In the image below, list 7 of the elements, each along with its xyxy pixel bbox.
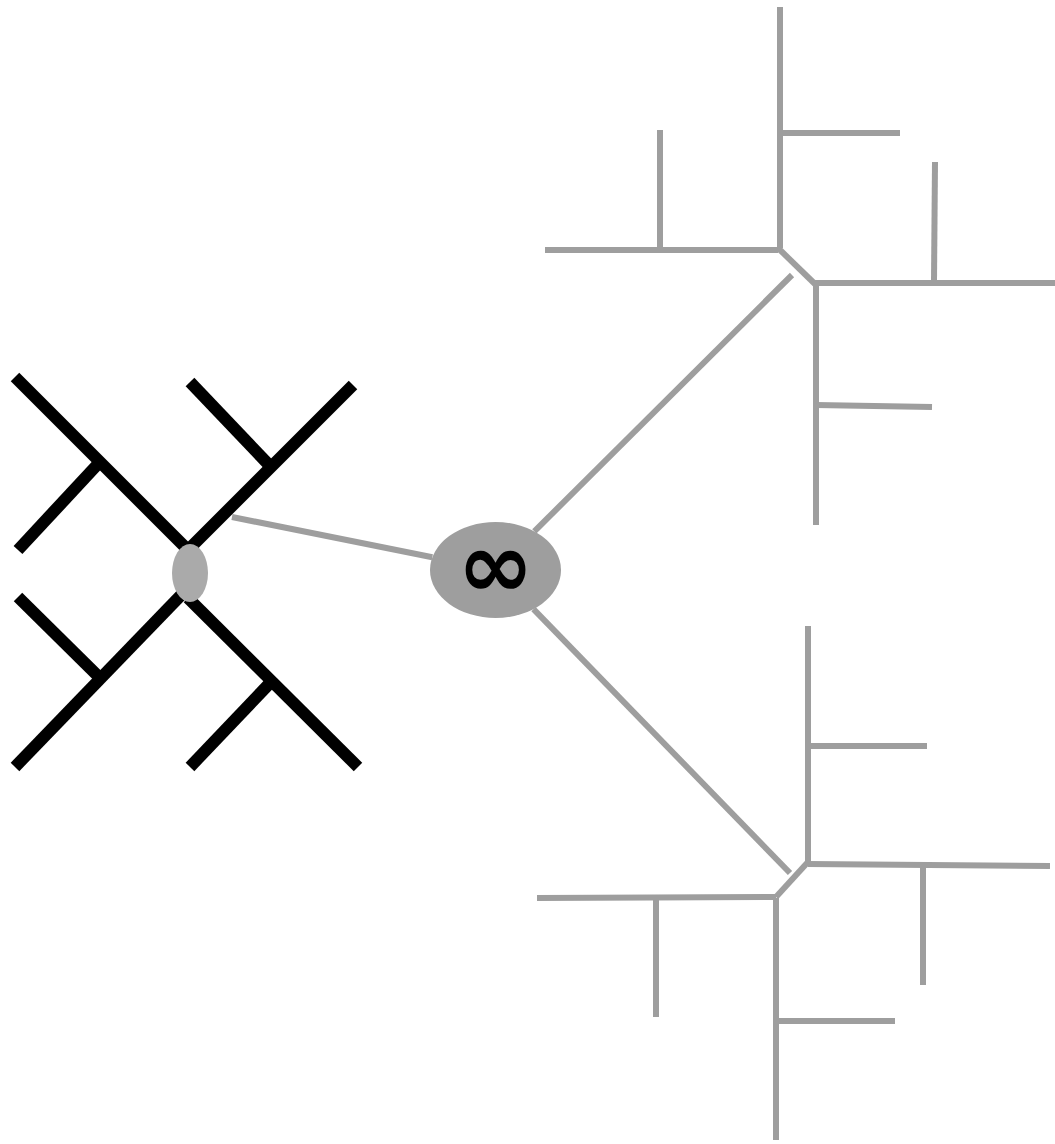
connector-line: [532, 272, 795, 534]
connector-line: [231, 514, 433, 561]
tree-drawing: [545, 7, 1055, 525]
tree-drawing: [10, 372, 363, 772]
connector-line: [531, 607, 793, 876]
tree-drawing: [537, 626, 1051, 1140]
infinity-symbol: ∞: [457, 520, 534, 612]
